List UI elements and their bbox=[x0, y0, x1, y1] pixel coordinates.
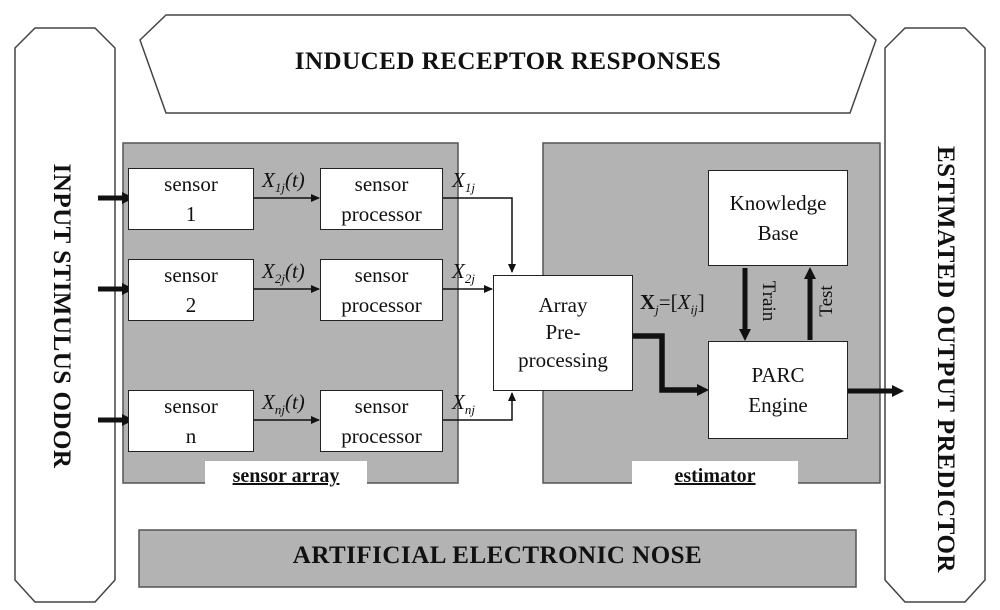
top-banner-label: INDUCED RECEPTOR RESPONSES bbox=[294, 48, 722, 75]
processor-1-box: sensor processor bbox=[320, 168, 443, 230]
array-line2: Pre- bbox=[545, 320, 581, 345]
processor-1-line2: processor bbox=[341, 202, 422, 226]
right-banner-shape bbox=[884, 27, 986, 603]
sensor-2-line1: sensor bbox=[164, 262, 218, 287]
sensor-2-line2: 2 bbox=[185, 293, 197, 317]
right-banner-label: ESTIMATED OUTPUT PREDICTOR bbox=[932, 146, 959, 573]
sensor-1-box: sensor 1 bbox=[128, 168, 254, 230]
array-to-parc-arrow bbox=[632, 333, 709, 396]
array-line3: processing bbox=[518, 347, 608, 372]
left-banner-label: INPUT STIMULUS ODOR bbox=[48, 163, 75, 469]
test-label: Test bbox=[816, 285, 837, 317]
output-label-1: X1j bbox=[452, 168, 475, 196]
processor-n-box: sensor processor bbox=[320, 390, 443, 452]
bottom-banner-shape bbox=[138, 529, 857, 588]
knowledge-line1: Knowledge bbox=[729, 190, 827, 215]
vector-label: Xj=[Xij] bbox=[640, 290, 705, 318]
parc-line1: PARC bbox=[751, 362, 805, 387]
processor1-output-line bbox=[442, 197, 516, 273]
knowledge-line2: Base bbox=[757, 221, 799, 245]
processorn-output-line bbox=[442, 392, 516, 421]
sensor-n-line2: n bbox=[185, 424, 197, 448]
sensor-n-line1: sensor bbox=[164, 393, 218, 418]
bottom-banner-label: ARTIFICIAL ELECTRONIC NOSE bbox=[292, 542, 703, 569]
knowledge-base-box: Knowledge Base bbox=[708, 170, 848, 266]
left-banner-shape bbox=[14, 27, 116, 603]
output-label-n: Xnj bbox=[452, 390, 475, 418]
output-label-2: X2j bbox=[452, 259, 475, 287]
estimator-tag: estimator bbox=[632, 461, 798, 491]
sensor-2-box: sensor 2 bbox=[128, 259, 254, 321]
processor-2-line1: sensor bbox=[354, 262, 409, 287]
signal-label-2: X2j(t) bbox=[262, 259, 305, 287]
sensor-1-line1: sensor bbox=[164, 171, 218, 196]
processor-2-box: sensor processor bbox=[320, 259, 443, 321]
sensor-array-tag: sensor array bbox=[205, 461, 367, 491]
processor-n-line2: processor bbox=[341, 424, 422, 448]
train-label: Train bbox=[758, 280, 779, 322]
signal-label-n: Xnj(t) bbox=[262, 390, 305, 418]
sensor-n-box: sensor n bbox=[128, 390, 254, 452]
signal-label-1: X1j(t) bbox=[262, 168, 305, 196]
processor-2-line2: processor bbox=[341, 293, 422, 317]
array-preprocessing-box: Array Pre- processing bbox=[493, 275, 633, 391]
processor-n-line1: sensor bbox=[354, 393, 409, 418]
parc-line2: Engine bbox=[748, 393, 808, 417]
parc-engine-box: PARC Engine bbox=[708, 341, 848, 439]
sensor-1-line2: 1 bbox=[185, 202, 197, 226]
processor-1-line1: sensor bbox=[354, 171, 409, 196]
top-banner-shape bbox=[139, 14, 877, 114]
array-line1: Array bbox=[538, 293, 588, 318]
